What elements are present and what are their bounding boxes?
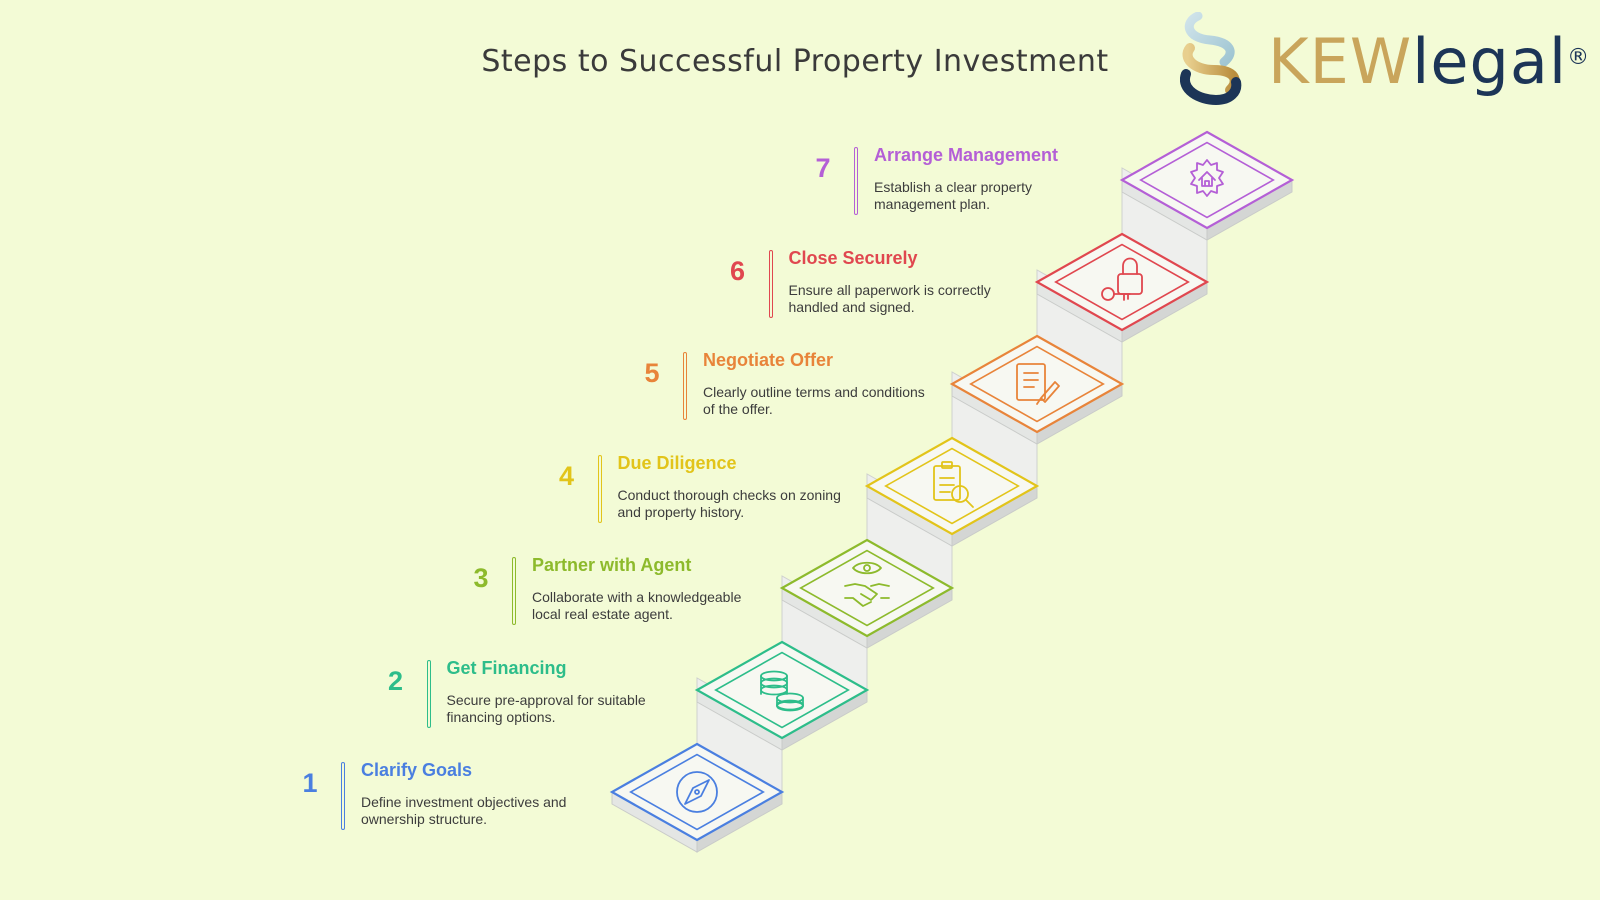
step-description: Ensure all paperwork is correctly handle… — [788, 281, 991, 315]
step-description: Clearly outline terms and conditions of … — [703, 384, 925, 417]
step-title: Negotiate Offer — [703, 350, 834, 370]
document-search-icon — [933, 461, 974, 508]
handshake-icon — [844, 561, 890, 607]
step-number: 2 — [387, 665, 404, 696]
step-title: Get Financing — [446, 657, 567, 678]
accent-bar — [426, 659, 431, 728]
stair-step — [779, 473, 955, 649]
registered-mark: ® — [1567, 45, 1591, 70]
page-title: Steps to Successful Property Investment — [481, 44, 1109, 79]
accent-bar — [683, 352, 687, 420]
accent-bar — [854, 147, 858, 215]
accent-bar — [597, 454, 602, 523]
step-title: Clarify Goals — [361, 760, 473, 780]
step-title: Due Diligence — [617, 452, 737, 473]
accent-bar — [512, 557, 516, 625]
contract-sign-icon — [1016, 363, 1060, 405]
lock-key-icon — [1101, 257, 1143, 301]
step-number: 1 — [302, 768, 318, 798]
step-number: 4 — [558, 460, 575, 491]
accent-bar — [768, 249, 773, 318]
step-title: Close Securely — [788, 247, 918, 268]
compass-icon — [676, 771, 718, 813]
step-title: Arrange Management — [874, 145, 1059, 165]
step-number: 3 — [473, 563, 489, 593]
brand-logo: KEWlegal® — [1180, 12, 1590, 107]
step-description: Collaborate with a knowledgeable local r… — [532, 589, 742, 622]
accent-bar — [341, 762, 345, 830]
coins-icon — [760, 670, 804, 712]
brand-legal: legal — [1412, 25, 1568, 98]
step-title: Partner with Agent — [532, 555, 692, 575]
step-description: Establish a clear property management pl… — [874, 179, 1032, 212]
brand-wordmark: KEWlegal® — [1268, 30, 1590, 94]
brand-kew: KEW — [1268, 25, 1413, 98]
step-description: Secure pre-approval for suitable financi… — [446, 691, 646, 725]
step-number: 5 — [644, 358, 660, 388]
step-description: Define investment objectives and ownersh… — [361, 794, 567, 827]
house-gear-icon — [1190, 159, 1224, 197]
step-number: 6 — [729, 255, 746, 286]
stair-step — [1119, 130, 1295, 241]
step-description: Conduct thorough checks on zoning and pr… — [617, 486, 841, 520]
kew-logo-icon — [1180, 12, 1242, 106]
step-number: 7 — [815, 153, 831, 183]
